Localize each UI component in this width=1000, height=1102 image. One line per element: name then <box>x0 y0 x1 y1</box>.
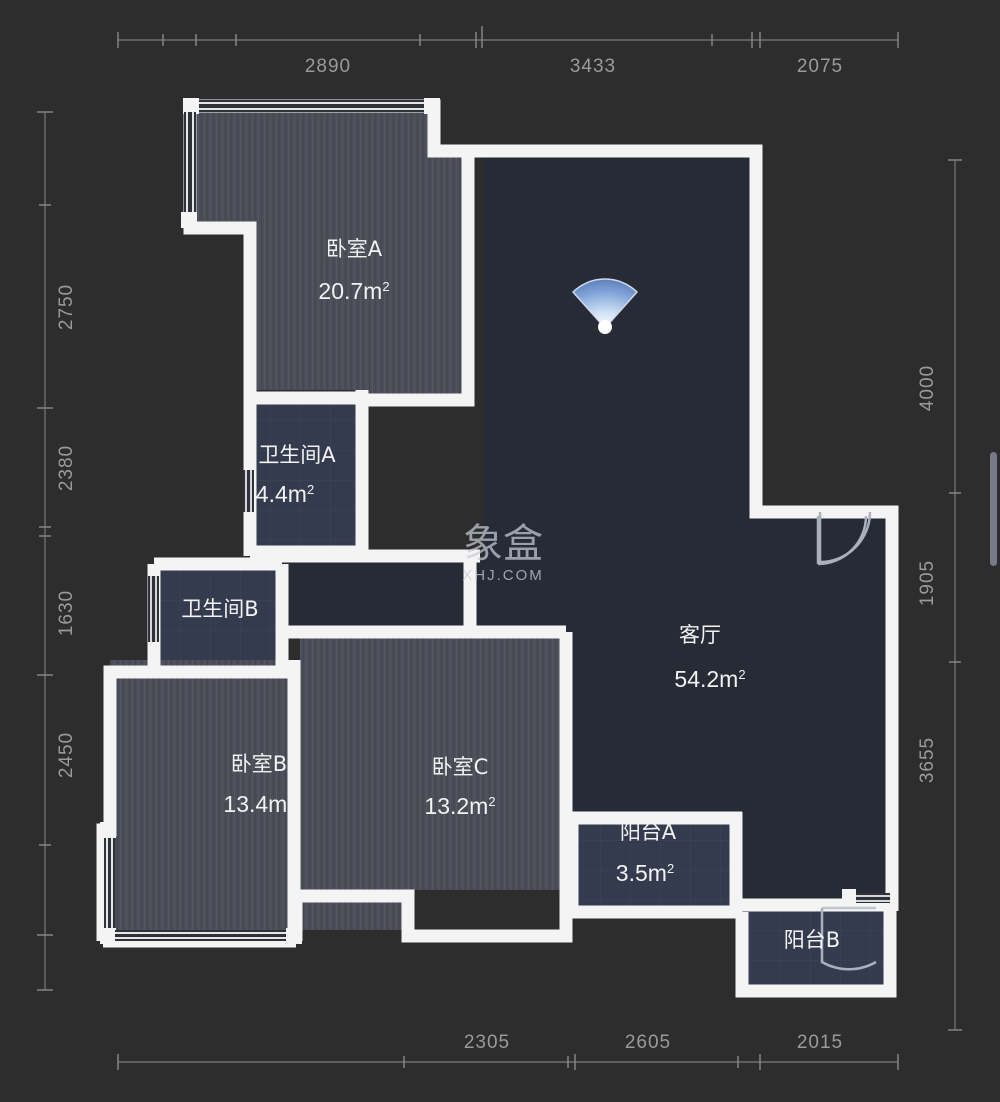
camera-viewpoint[interactable] <box>572 278 638 334</box>
ruler-bottom-label-2: 2015 <box>797 1032 843 1053</box>
room-label-bedroom-a: 卧室A <box>326 237 383 261</box>
room-label-bedroom-b: 卧室B <box>231 752 287 776</box>
watermark-brand: 象盒 <box>463 521 543 567</box>
room-area-bathroom-a: 4.4m2 <box>256 481 314 507</box>
room-fill-bedroom-c <box>300 632 560 930</box>
ruler-left-label-2: 1630 <box>56 590 77 636</box>
room-fills <box>108 100 886 985</box>
ruler-left-label-3: 2450 <box>56 732 77 778</box>
ruler-right-label-1: 1905 <box>917 560 938 606</box>
room-area-bedroom-c: 13.2m2 <box>424 793 495 819</box>
doors <box>816 511 877 971</box>
ruler-left-label-1: 2380 <box>56 445 77 491</box>
ruler-left: 2750 2380 1630 2450 <box>37 111 77 991</box>
ruler-bottom-label-1: 2605 <box>625 1032 671 1053</box>
windows <box>100 98 890 944</box>
watermark: 象盒 XHJ.COM <box>462 521 544 584</box>
watermark-domain: XHJ.COM <box>462 567 544 584</box>
room-labels: 卧室A 20.7m2 卫生间A 4.4m2 卫生间B 客厅 54.2m2 卧室B… <box>181 237 840 952</box>
room-label-bathroom-b: 卫生间B <box>181 597 258 621</box>
room-label-bathroom-a: 卫生间A <box>258 443 336 467</box>
room-fill-balcony-b <box>742 905 884 985</box>
room-label-living-room: 客厅 <box>679 623 721 647</box>
room-area-living-room: 54.2m2 <box>674 666 745 692</box>
ruler-bottom-label-0: 2305 <box>464 1032 510 1053</box>
room-fill-balcony-a <box>572 812 732 906</box>
ruler-top: 2890 3433 2075 <box>117 26 899 77</box>
room-label-balcony-b: 阳台B <box>784 928 840 952</box>
room-label-balcony-a: 阳台A <box>620 820 677 844</box>
room-fill-living-room <box>470 152 886 905</box>
ruler-top-label-1: 3433 <box>570 56 616 77</box>
room-area-bedroom-b: 13.4m2 <box>223 791 294 817</box>
ruler-left-label-0: 2750 <box>56 284 77 330</box>
ruler-right: 4000 1905 3655 <box>917 159 962 1031</box>
ruler-right-label-0: 4000 <box>917 365 938 411</box>
room-fill-bedroom-a <box>190 100 468 400</box>
room-area-bedroom-a: 20.7m2 <box>318 278 389 304</box>
room-fill-bathroom-a <box>250 398 358 546</box>
ruler-top-label-2: 2075 <box>797 56 843 77</box>
vertical-scrollbar[interactable] <box>990 452 997 566</box>
room-area-balcony-a: 3.5m2 <box>616 860 674 886</box>
room-fill-bathroom-b <box>160 570 278 665</box>
room-label-bedroom-c: 卧室C <box>432 755 489 779</box>
ruler-bottom: 2305 2605 2015 <box>117 1032 899 1070</box>
ruler-right-label-2: 3655 <box>917 737 938 783</box>
room-fill-bedroom-b <box>108 660 288 935</box>
ruler-top-label-0: 2890 <box>305 56 351 77</box>
room-fill-corridor <box>278 556 470 630</box>
